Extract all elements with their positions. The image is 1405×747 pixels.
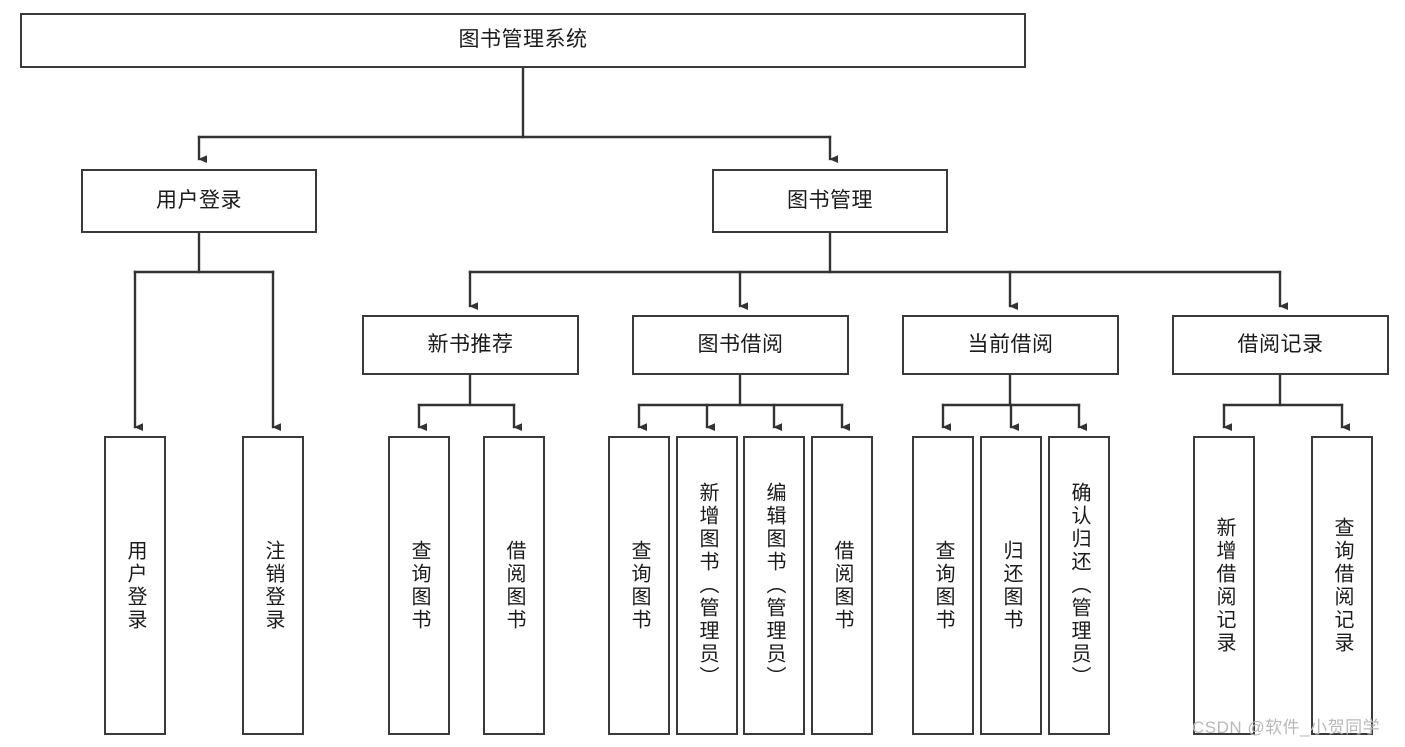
node-leaf-logout[interactable]: 注销登录 (242, 436, 304, 735)
csdn-watermark: CSDN @软件_小贺同学 (1192, 718, 1381, 737)
node-user-login[interactable]: 用户登录 (81, 169, 317, 233)
node-leaf-edit-book-admin[interactable]: 编辑图书（管理员） (743, 436, 805, 735)
node-leaf-query-book-current-label: 查询图书 (932, 539, 954, 632)
node-leaf-query-borrow-record[interactable]: 查询借阅记录 (1311, 436, 1373, 735)
node-leaf-query-book-borrow[interactable]: 查询图书 (608, 436, 670, 735)
node-leaf-add-book-admin[interactable]: 新增图书（管理员） (676, 436, 738, 735)
node-book-borrow[interactable]: 图书借阅 (632, 315, 849, 375)
node-new-book-recommend-label: 新书推荐 (427, 332, 514, 356)
node-borrow-records-label: 借阅记录 (1237, 332, 1324, 356)
node-leaf-query-borrow-record-label: 查询借阅记录 (1331, 516, 1353, 655)
node-leaf-add-book-admin-label: 新增图书（管理员） (696, 482, 718, 689)
node-leaf-borrow-book-newbook[interactable]: 借阅图书 (483, 436, 545, 735)
node-leaf-return-book-label: 归还图书 (1000, 539, 1022, 632)
node-book-management[interactable]: 图书管理 (712, 169, 948, 233)
node-leaf-query-book-newbook-label: 查询图书 (408, 539, 430, 632)
node-leaf-confirm-return-admin[interactable]: 确认归还（管理员） (1048, 436, 1110, 735)
node-leaf-return-book[interactable]: 归还图书 (980, 436, 1042, 735)
node-leaf-borrow-book-newbook-label: 借阅图书 (503, 539, 525, 632)
node-leaf-query-book-borrow-label: 查询图书 (628, 539, 650, 632)
node-leaf-user-login-label: 用户登录 (124, 539, 146, 632)
node-root-system-label: 图书管理系统 (458, 28, 588, 52)
node-root-system[interactable]: 图书管理系统 (20, 13, 1026, 68)
node-current-borrow[interactable]: 当前借阅 (902, 315, 1119, 375)
node-new-book-recommend[interactable]: 新书推荐 (362, 315, 579, 375)
node-leaf-query-book-newbook[interactable]: 查询图书 (388, 436, 450, 735)
node-leaf-query-book-current[interactable]: 查询图书 (912, 436, 974, 735)
node-leaf-edit-book-admin-label: 编辑图书（管理员） (763, 482, 785, 689)
node-leaf-logout-label: 注销登录 (262, 539, 284, 632)
node-leaf-add-borrow-record-label: 新增借阅记录 (1213, 516, 1235, 655)
node-book-management-label: 图书管理 (787, 188, 873, 212)
node-leaf-user-login[interactable]: 用户登录 (104, 436, 166, 735)
node-user-login-label: 用户登录 (156, 188, 242, 212)
node-borrow-records[interactable]: 借阅记录 (1172, 315, 1389, 375)
node-leaf-borrow-book-label: 借阅图书 (831, 539, 853, 632)
node-current-borrow-label: 当前借阅 (967, 332, 1054, 356)
node-book-borrow-label: 图书借阅 (697, 332, 784, 356)
node-leaf-add-borrow-record[interactable]: 新增借阅记录 (1193, 436, 1255, 735)
node-leaf-confirm-return-admin-label: 确认归还（管理员） (1068, 482, 1090, 689)
node-leaf-borrow-book[interactable]: 借阅图书 (811, 436, 873, 735)
